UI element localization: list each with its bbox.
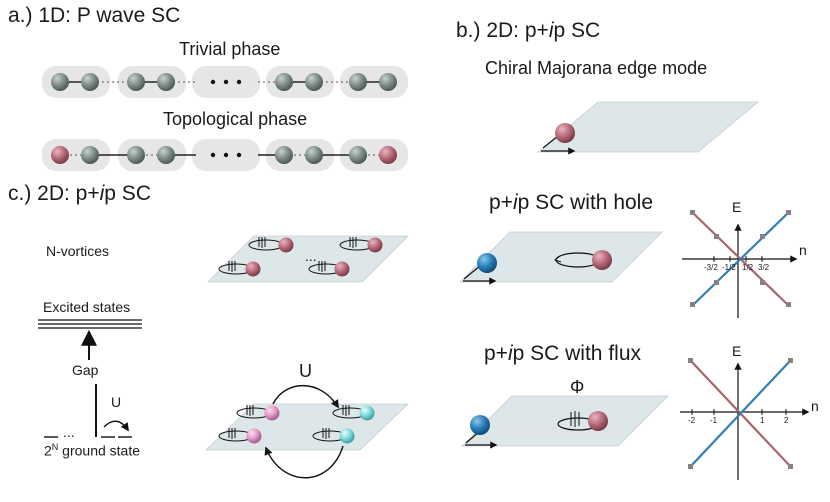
spectrum-hole (682, 210, 798, 318)
hole-tick-3: 3/2 (758, 263, 770, 272)
flux-title: p+ip SC with flux (484, 342, 642, 365)
energy-level-diagram (38, 319, 142, 438)
hole-e-axis-label: E (732, 199, 742, 215)
panel-c-title: c.) 2D: p+ip SC (8, 182, 151, 205)
vortex-plane (207, 235, 409, 283)
excited-states-label: Excited states (43, 299, 131, 315)
flux-tick-0: -2 (688, 416, 696, 425)
hole-tick-1: -1/2 (722, 263, 736, 272)
gap-label: Gap (72, 362, 99, 378)
braiding-plane (205, 384, 409, 479)
flux-plane (461, 395, 669, 449)
flux-e-axis-label: E (732, 343, 742, 359)
panel-a-title: a.) 1D: P wave SC (8, 4, 181, 27)
vortex-ellipsis: ... (305, 248, 317, 264)
panel-b-title: b.) 2D: p+ip SC (456, 19, 601, 42)
chiral-edge-plane (536, 101, 760, 155)
trivial-phase-label: Trivial phase (179, 39, 281, 59)
hole-title: p+ip SC with hole (489, 191, 654, 214)
flux-tick-1: -1 (710, 416, 718, 425)
chiral-edge-subtitle: Chiral Majorana edge mode (485, 58, 708, 78)
u-transition-label: U (111, 394, 122, 410)
braid-u-label: U (299, 361, 312, 381)
flux-phi-label: Φ (570, 377, 585, 397)
hole-tick-2: 1/2 (742, 263, 754, 272)
n-vortices-label: N-vortices (46, 243, 110, 259)
flux-tick-3: 2 (784, 416, 789, 425)
ground-dots: ... (63, 424, 75, 440)
hole-tick-0: -3/2 (704, 263, 718, 272)
flux-tick-2: 1 (760, 416, 765, 425)
ground-state-label: 2N ground state (44, 442, 141, 459)
hole-n-axis-label: n (799, 242, 807, 258)
topological-phase-label: Topological phase (163, 109, 308, 129)
hole-plane (459, 231, 663, 285)
topological-chain (42, 139, 408, 171)
flux-n-axis-label: n (811, 398, 819, 414)
trivial-chain (42, 66, 408, 98)
spectrum-flux (680, 358, 810, 480)
